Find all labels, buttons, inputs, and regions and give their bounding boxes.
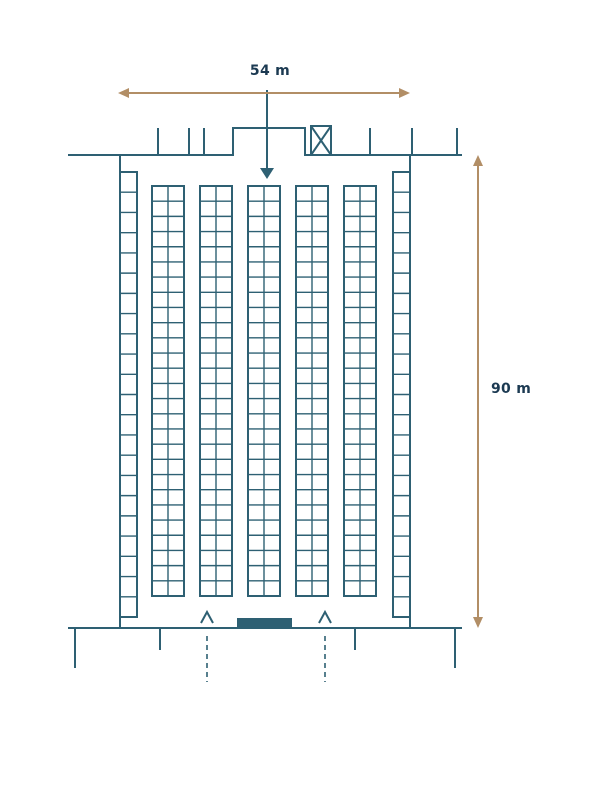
side-rack-right	[392, 171, 411, 618]
width-dimension-arrow-icon	[118, 88, 410, 98]
width-dimension-label: 54 m	[249, 63, 291, 79]
building-structure	[68, 125, 462, 682]
height-dimension-arrow-icon	[473, 155, 483, 628]
storage-rack-1	[151, 185, 185, 597]
top-wall	[68, 127, 462, 156]
top-wall-ticks	[157, 128, 458, 155]
bottom-wall-ticks	[74, 628, 456, 668]
flow-arrow-left-icon	[200, 609, 214, 624]
side-rack-left	[119, 171, 138, 618]
storage-rack-2	[199, 185, 233, 597]
height-dimension-label: 90 m	[491, 381, 532, 397]
entrance-arrow-icon	[260, 90, 274, 179]
storage-rack-3	[247, 185, 281, 597]
storage-rack-4	[295, 185, 329, 597]
storage-rack-5	[343, 185, 377, 597]
flow-arrow-right-icon	[318, 609, 332, 624]
loading-dock	[237, 618, 292, 628]
rack-area	[119, 171, 411, 618]
door-x-symbol	[310, 125, 332, 156]
